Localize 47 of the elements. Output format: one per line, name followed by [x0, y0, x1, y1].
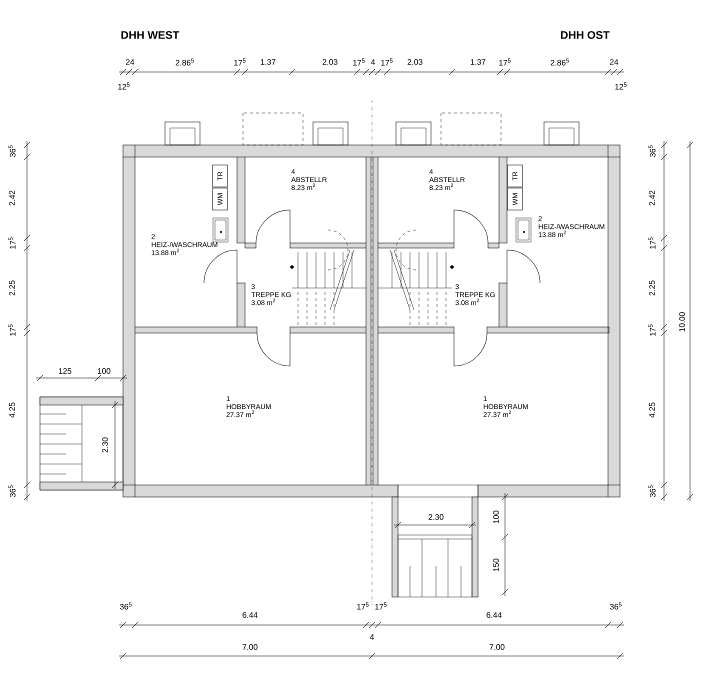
- dimension-label: 7.00: [242, 644, 258, 650]
- dimension-label: 100: [98, 368, 110, 374]
- dimension-label: 2.30: [428, 514, 444, 520]
- dimension-label: 1.37: [260, 59, 276, 65]
- dimension-label: 6.44: [242, 612, 258, 618]
- dimension-label: 2.03: [322, 59, 338, 65]
- dimension-label: 6.44: [486, 612, 502, 618]
- dimension-label: 2.86$^{5}$: [550, 58, 569, 66]
- dimension-label: 2.86$^{5}$: [176, 58, 194, 66]
- dimension-label: 125: [58, 368, 72, 374]
- dimension-label: 24: [126, 59, 134, 65]
- dimension-label: 150: [493, 558, 499, 572]
- dimension-label: 12$^{5}$: [615, 82, 627, 90]
- dimension-label: 17$^{5}$: [648, 324, 656, 336]
- dimension-label: 17$^{5}$: [353, 58, 365, 66]
- dimension-label: 1.37: [470, 59, 486, 65]
- dimension-label: 12$^{5}$: [118, 82, 130, 90]
- dimension-label: 2.03: [408, 59, 422, 65]
- dimension-label: 100: [493, 510, 499, 524]
- dimension-label: 36$^{5}$: [120, 602, 132, 610]
- dimension-label: 4.25: [649, 402, 655, 418]
- dimension-label: 17$^{5}$: [357, 602, 369, 610]
- dimension-label: 17$^{5}$: [8, 324, 16, 336]
- dimension-label: 17$^{5}$: [375, 602, 387, 610]
- dimension-label: 4: [370, 634, 374, 640]
- dimension-label: 17$^{5}$: [8, 237, 16, 249]
- dimension-label: 36$^{5}$: [8, 145, 16, 158]
- dimension-label: 2.30: [102, 438, 108, 452]
- dimension-label: 7.00: [490, 644, 504, 650]
- dimension-label: 17$^{5}$: [499, 58, 511, 66]
- dimension-label: 2.42: [649, 190, 655, 206]
- dimension-label: 2.42: [9, 190, 15, 206]
- dimension-label: 10.00: [679, 312, 685, 332]
- dimension-label: 36$^{5}$: [648, 485, 656, 498]
- dimension-label: 2.25: [9, 280, 15, 296]
- dimension-label: 4: [370, 59, 375, 65]
- dimension-label: 36$^{5}$: [8, 485, 16, 498]
- dimension-label: 2.25: [649, 280, 655, 296]
- house-heading: DHH OST: [561, 31, 610, 39]
- dimension-label: 36$^{5}$: [610, 602, 622, 610]
- dimension-label: 24: [610, 59, 618, 65]
- dimension-label: 17$^{5}$: [234, 58, 246, 66]
- dimension-label: 17$^{5}$: [381, 58, 393, 66]
- house-heading: DHH WEST: [121, 31, 180, 39]
- dimension-label: 4.25: [9, 402, 15, 418]
- dimension-label: 36$^{5}$: [648, 145, 656, 158]
- dimension-label: 17$^{5}$: [648, 237, 656, 249]
